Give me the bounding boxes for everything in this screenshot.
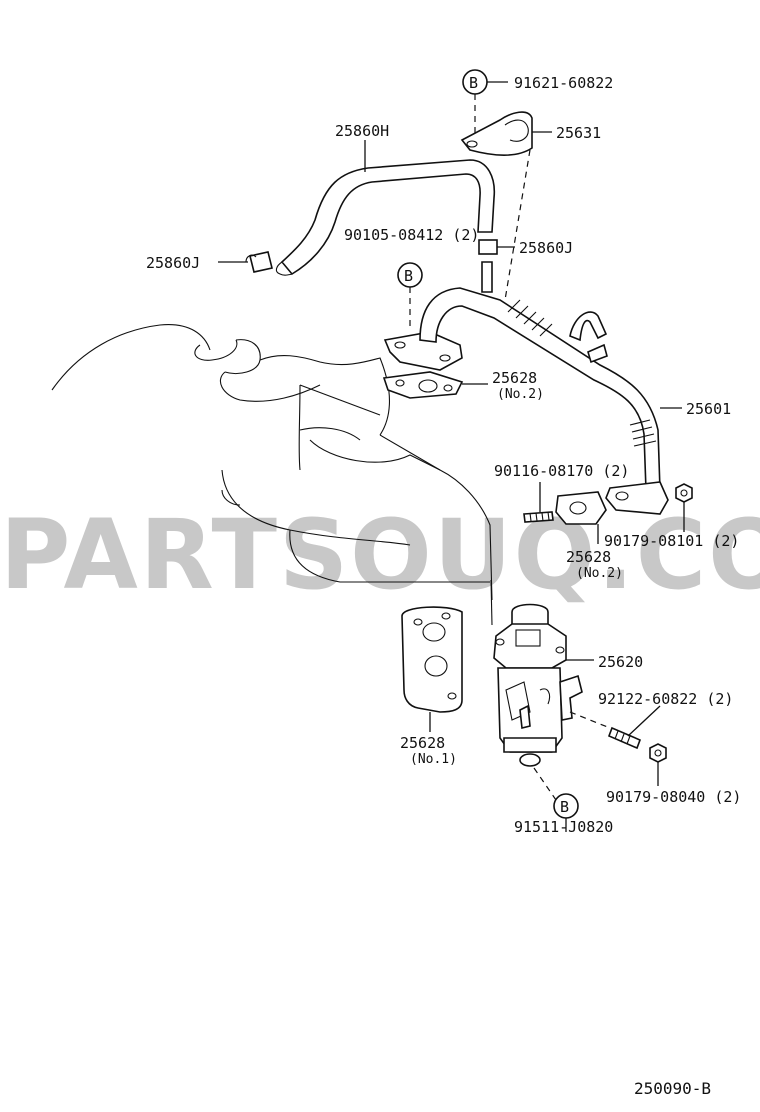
clamp-25860J-right: 25860J 90105-08412 (2) (344, 226, 573, 257)
watermark: PARTSOUQ.COM (0, 499, 760, 611)
stud-90116: 90116-08170 (2) (494, 462, 629, 523)
egr-pipe-25601: 25601 (383, 261, 731, 515)
clamp-25860J-left: 25860J (146, 251, 273, 273)
engine-outline (51, 324, 493, 626)
hose-25860H: 25860H (275, 122, 496, 276)
svg-text:B: B (404, 267, 413, 285)
nut-90179-08101: 90179-08101 (2) (604, 483, 739, 550)
label-91511-J0820: 91511-J0820 (514, 818, 613, 836)
diagram-code: 250090-B (634, 1079, 711, 1098)
bolt-91511-callout: B 91511-J0820 (514, 767, 613, 836)
label-25860J-right: 25860J (519, 239, 573, 257)
gasket-25628-low: 25628 (No.1) (400, 606, 463, 767)
label-25628-low-sub: (No.1) (410, 752, 457, 767)
label-90179-08101: 90179-08101 (2) (604, 532, 739, 550)
bolt-90105-marker: B (397, 262, 423, 330)
label-92122-60822: 92122-60822 (2) (598, 690, 733, 708)
nut-90179-08040: 90179-08040 (2) (606, 743, 741, 806)
label-90116-08170: 90116-08170 (2) (494, 462, 629, 480)
gasket-25628-top: 25628 (No.2) (382, 369, 544, 402)
label-25628-top-sub: (No.2) (497, 387, 544, 402)
label-25860J-left: 25860J (146, 254, 200, 272)
bolt-marker-letter: B (469, 74, 478, 92)
egr-connector (515, 629, 541, 647)
label-25628-top: 25628 (492, 369, 537, 387)
svg-text:B: B (560, 798, 569, 816)
gasket-25628-mid: 25628 (No.2) (555, 491, 623, 581)
label-25601: 25601 (686, 400, 731, 418)
bolt-91621-callout: B 91621-60822 (462, 69, 613, 135)
label-25631: 25631 (556, 124, 601, 142)
label-25628-low: 25628 (400, 734, 445, 752)
bracket-25631: 25631 (460, 111, 601, 301)
label-25860H: 25860H (335, 122, 389, 140)
egr-valve-25620: 25620 (493, 603, 643, 767)
label-25620: 25620 (598, 653, 643, 671)
label-90105-08412: 90105-08412 (2) (344, 226, 479, 244)
label-91621-60822: 91621-60822 (514, 74, 613, 92)
stud-92122: 92122-60822 (2) (569, 690, 733, 750)
label-90179-08040: 90179-08040 (2) (606, 788, 741, 806)
label-25628-mid: 25628 (566, 548, 611, 566)
label-25628-mid-sub: (No.2) (576, 566, 623, 581)
